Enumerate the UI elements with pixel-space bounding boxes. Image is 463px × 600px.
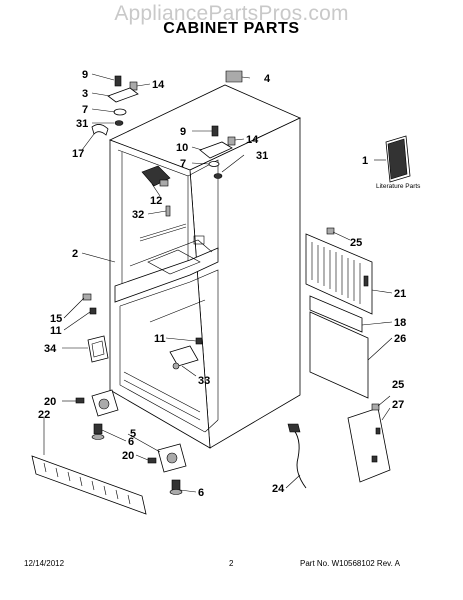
- footer-part-number: Part No. W10568102 Rev. A: [300, 559, 400, 568]
- screw-9-left: [114, 75, 122, 87]
- callout-33: 33: [198, 375, 210, 387]
- front-left-roller: [91, 389, 119, 440]
- callout-31: 31: [76, 118, 88, 130]
- cabinet: [108, 84, 301, 449]
- callout-25: 25: [392, 379, 404, 391]
- footer-page-number: 2: [229, 559, 234, 568]
- panel-27: [347, 407, 391, 483]
- callout-2: 2: [72, 248, 78, 260]
- callout-25: 25: [350, 237, 362, 249]
- callout-26: 26: [394, 333, 406, 345]
- callout-24: 24: [272, 483, 285, 495]
- part-34-module: [87, 335, 109, 363]
- callout-9: 9: [180, 126, 186, 138]
- rear-access-panel-21: [305, 233, 373, 315]
- callout-22: 22: [38, 409, 50, 421]
- washer-7-left: [113, 108, 127, 116]
- hinge-3: [107, 87, 139, 103]
- callout-6: 6: [128, 436, 134, 448]
- callout-15: 15: [50, 313, 62, 325]
- callout-4: 4: [264, 73, 271, 85]
- callout-14: 14: [246, 134, 259, 146]
- part-24-tube: [291, 427, 307, 489]
- part-12-bracket: [141, 165, 171, 217]
- callout-5: 5: [130, 428, 136, 440]
- callout-34: 34: [44, 343, 57, 355]
- leader-lines: [43, 73, 393, 493]
- screw-11-center: [195, 337, 203, 345]
- callout-1: 1: [362, 155, 368, 167]
- hinge-cover-17: [91, 124, 109, 136]
- screw-14-center: [227, 136, 236, 146]
- callout-20: 20: [122, 450, 134, 462]
- callouts: 9 14 3 7 31 17 4 9 14 10 7 31 1 Literatu…: [38, 69, 421, 499]
- screw-20-left: [75, 397, 85, 404]
- panel-26: [309, 311, 369, 399]
- part-32: [165, 205, 171, 217]
- part-33-bracket: [169, 345, 199, 367]
- page-title: CABINET PARTS: [163, 20, 300, 37]
- literature-parts: [385, 135, 411, 183]
- part-4-tag: [225, 70, 243, 83]
- callout-7: 7: [82, 104, 88, 116]
- callout-27: 27: [392, 399, 404, 411]
- callout-11: 11: [154, 333, 166, 345]
- mullion-divider: [114, 247, 219, 303]
- bushing-31-center: [213, 173, 223, 179]
- callout-18: 18: [394, 317, 406, 329]
- washer-7-center: [208, 161, 220, 167]
- bushing-31-left: [114, 120, 124, 126]
- callout-14: 14: [152, 79, 165, 91]
- screw-11-left: [89, 307, 97, 315]
- callout-12: 12: [150, 195, 162, 207]
- panel-18: [309, 295, 363, 333]
- upper-left-hinge-assembly: [91, 75, 139, 136]
- callout-21: 21: [394, 288, 406, 300]
- footer-date: 12/14/2012: [24, 559, 65, 568]
- callout-17: 17: [72, 148, 84, 160]
- cabinet-front-frame: [109, 139, 211, 449]
- callout-7: 7: [180, 158, 186, 170]
- screw-20-right: [147, 457, 157, 464]
- callout-31: 31: [256, 150, 268, 162]
- screw-25-lower: [371, 403, 380, 411]
- callout-10: 10: [176, 142, 188, 154]
- callout-32: 32: [132, 209, 144, 221]
- callout-9: 9: [82, 69, 88, 81]
- hinge-10: [199, 141, 233, 159]
- watermark: AppliancePartsPros.com: [114, 2, 349, 25]
- screw-15: [82, 293, 92, 301]
- callout-3: 3: [82, 88, 88, 100]
- callout-20: 20: [44, 396, 56, 408]
- screw-25-upper: [326, 227, 335, 235]
- front-right-roller: [157, 443, 187, 495]
- base-grille-22: [31, 455, 147, 515]
- literature-parts-label: Literature Parts: [376, 183, 421, 190]
- upper-center-hinge-assembly: [199, 125, 236, 179]
- callout-11: 11: [50, 325, 62, 337]
- callout-6: 6: [198, 487, 204, 499]
- screw-9-center: [211, 125, 219, 137]
